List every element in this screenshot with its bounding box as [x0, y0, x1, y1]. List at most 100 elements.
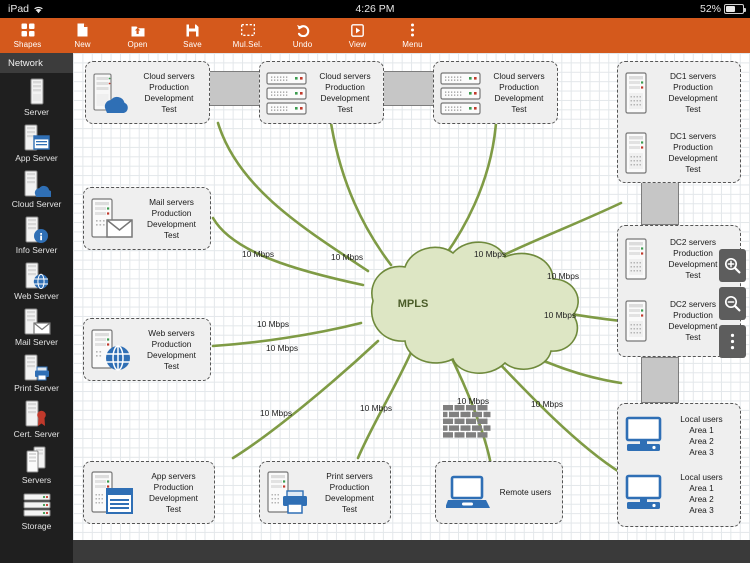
vertical-dots-icon [730, 333, 735, 350]
sidebar-item-label: Server [23, 107, 50, 117]
node-web-servers[interactable]: Web servers Production Development Test [83, 318, 211, 381]
cert-server-icon [23, 399, 51, 427]
toolbar-button-shapes[interactable]: Shapes [0, 23, 55, 49]
shapes-grid-icon [21, 23, 35, 38]
connector-bar [641, 357, 679, 403]
cloud-server-icon [23, 169, 51, 197]
main-toolbar: Shapes New Open [0, 18, 750, 53]
node-app-servers[interactable]: App servers Production Development Test [83, 461, 215, 524]
ios-status-bar: iPad 4:26 PM 52% [0, 0, 750, 18]
node-dc1-group[interactable]: DC1 servers Production Development Test [617, 61, 741, 183]
node-mail-servers[interactable]: Mail servers Production Development Test [83, 187, 211, 250]
node-cloud-servers-2[interactable]: Cloud servers Production Development Tes… [259, 61, 384, 124]
sidebar-item-mail-server[interactable]: Mail Server [0, 303, 73, 349]
node-print-servers[interactable]: Print servers Production Development Tes… [259, 461, 391, 524]
connector-bar [208, 71, 266, 106]
mpls-cloud-shape [370, 241, 579, 374]
toolbar-button-view[interactable]: View [330, 23, 385, 49]
sidebar-item-label: App Server [15, 153, 58, 163]
more-options-button[interactable] [719, 325, 746, 358]
sidebar-item-storage[interactable]: Storage [0, 487, 73, 533]
toolbar-button-new[interactable]: New [55, 23, 110, 49]
edge-label: 10 Mbps [544, 310, 576, 320]
sidebar-item-info-server[interactable]: Info Server [0, 211, 73, 257]
node-label: Local users Area 1 Area 2 Area 3 [680, 414, 723, 457]
view-play-icon [351, 23, 364, 38]
connector-bar [641, 179, 679, 225]
web-server-icon [23, 261, 51, 289]
wifi-icon [34, 6, 43, 13]
sidebar-item-server[interactable]: Server [0, 73, 73, 119]
desktop-icon [618, 474, 667, 514]
edge-line [356, 346, 415, 460]
sidebar-item-cert-server[interactable]: Cert. Server [0, 395, 73, 441]
node-label: DC1 servers Production Development Test [668, 131, 718, 174]
zoom-in-button[interactable] [719, 249, 746, 282]
node-label: Local users Area 1 Area 2 Area 3 [680, 472, 723, 515]
node-label: Cloud servers Production Development Tes… [143, 70, 195, 114]
workspace: Network Server [0, 53, 750, 563]
sidebar-item-app-server[interactable]: App Server [0, 119, 73, 165]
edge-label: 10 Mbps [457, 396, 489, 406]
node-label: Cloud servers Production Development Tes… [493, 70, 545, 114]
edge-line [216, 121, 370, 273]
sidebar-item-cloud-server[interactable]: Cloud Server [0, 165, 73, 211]
network-edges: 10 Mbps 10 Mbps 10 Mbps 10 Mbps 10 Mbps … [211, 121, 623, 475]
server-icon [618, 131, 650, 175]
desktop-icon [618, 416, 667, 456]
mail-server-icon [23, 307, 51, 335]
app-server-icon [23, 123, 51, 151]
toolbar-button-save[interactable]: Save [165, 23, 220, 49]
toolbar-label: Menu [402, 39, 423, 49]
servers-group-icon [23, 445, 51, 473]
sidebar-item-web-server[interactable]: Web Server [0, 257, 73, 303]
toolbar-button-undo[interactable]: Undo [275, 23, 330, 49]
clock: 4:26 PM [355, 3, 395, 15]
toolbar-button-menu[interactable]: Menu [385, 23, 440, 49]
server-icon [618, 237, 650, 281]
node-label: Mail servers Production Development Test [147, 196, 196, 240]
diagram-canvas[interactable]: 10 Mbps 10 Mbps 10 Mbps 10 Mbps 10 Mbps … [73, 53, 750, 540]
magnifier-minus-icon [724, 295, 741, 312]
edge-label: 10 Mbps [260, 408, 292, 418]
node-label: App servers Production Development Test [149, 470, 198, 514]
menu-dots-icon [410, 23, 415, 38]
palette-category-header: Network [0, 53, 73, 73]
edge-label: 10 Mbps [331, 252, 363, 262]
rack-servers-icon [434, 71, 485, 115]
node-label: Web servers Production Development Test [147, 327, 196, 371]
sidebar-item-print-server[interactable]: Print Server [0, 349, 73, 395]
server-icon [27, 77, 47, 105]
node-label: DC2 servers Production Development Test [668, 237, 718, 280]
storage-icon [22, 491, 52, 519]
server-icon [618, 299, 650, 343]
sidebar-item-servers[interactable]: Servers [0, 441, 73, 487]
laptop-icon [436, 475, 493, 511]
save-floppy-icon [186, 23, 199, 38]
node-local-users-group[interactable]: Local users Area 1 Area 2 Area 3 [617, 403, 741, 527]
zoom-out-button[interactable] [719, 287, 746, 320]
node-cloud-servers-3[interactable]: Cloud servers Production Development Tes… [433, 61, 558, 124]
edge-label: 10 Mbps [474, 249, 506, 259]
shape-palette-sidebar[interactable]: Network Server [0, 53, 73, 563]
edge-label: 10 Mbps [360, 403, 392, 413]
sidebar-item-label: Print Server [14, 383, 59, 393]
toolbar-button-open[interactable]: Open [110, 23, 165, 49]
toolbar-button-multi-select[interactable]: Mul.Sel. [220, 23, 275, 49]
canvas-bottom-bar [73, 540, 750, 563]
device-label: iPad [8, 3, 30, 15]
edge-label: 10 Mbps [266, 343, 298, 353]
sidebar-item-label: Mail Server [15, 337, 58, 347]
node-cloud-servers-1[interactable]: Cloud servers Production Development Tes… [85, 61, 210, 124]
node-remote-users[interactable]: Remote users [435, 461, 563, 524]
edge-line [231, 339, 380, 460]
edge-line [211, 321, 363, 348]
print-server-icon [260, 470, 313, 516]
toolbar-label: Undo [292, 39, 313, 49]
multi-select-icon [240, 23, 255, 38]
status-bar-right: 52% [700, 3, 746, 15]
new-document-icon [77, 23, 88, 38]
toolbar-label: View [348, 39, 367, 49]
node-label: Cloud servers Production Development Tes… [319, 70, 371, 114]
